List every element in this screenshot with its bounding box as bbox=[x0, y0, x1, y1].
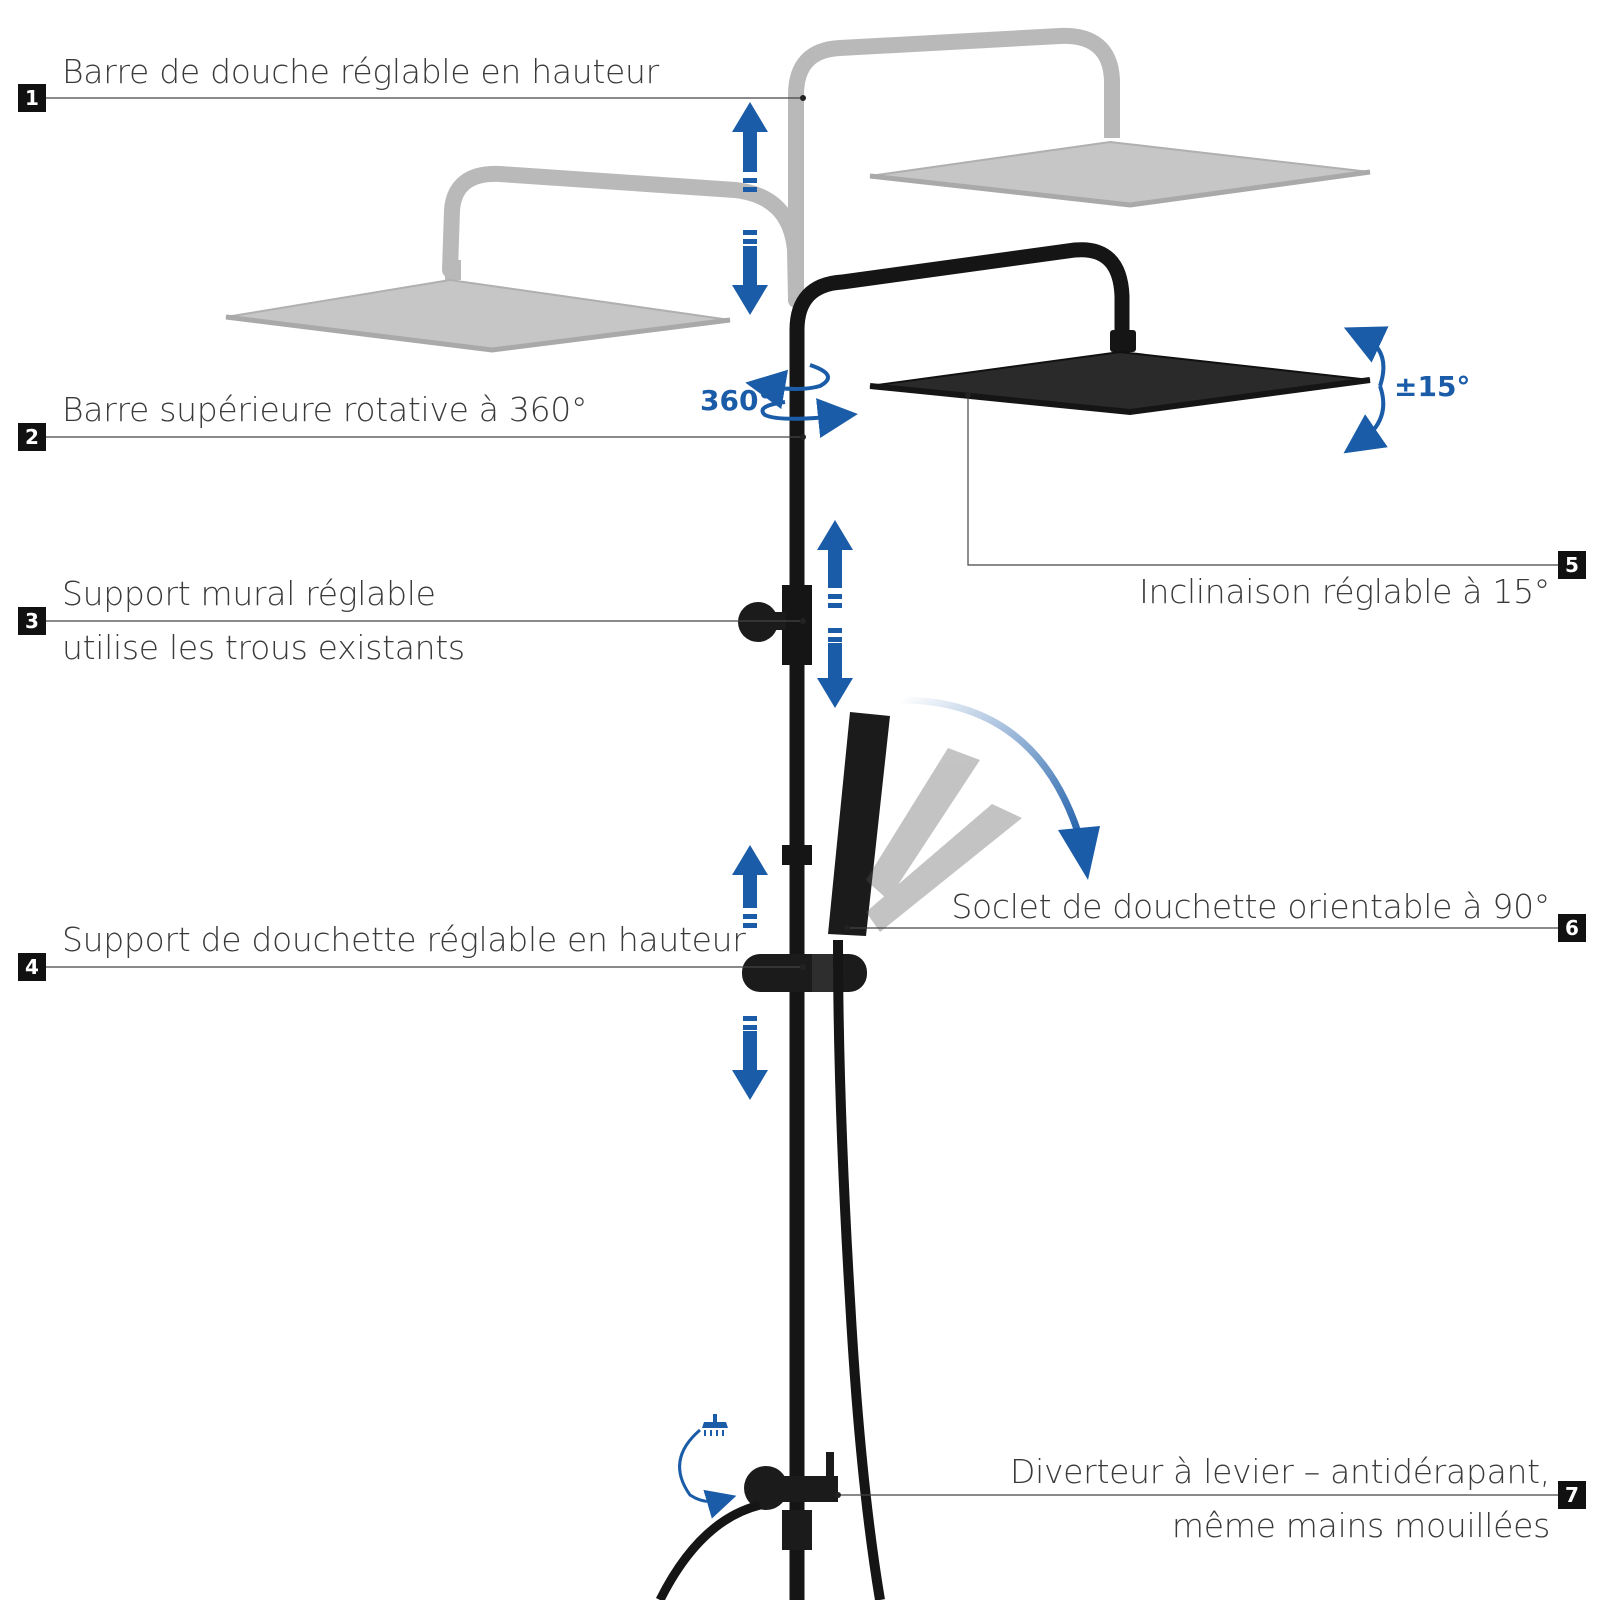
ghost-shower-high bbox=[442, 27, 1120, 308]
callout-badge-6: 6 bbox=[1558, 914, 1586, 942]
leader-lines bbox=[46, 97, 1560, 1496]
wall-support bbox=[738, 602, 786, 642]
rotation-arrow-icon bbox=[745, 363, 858, 438]
callout-badge-2: 2 bbox=[18, 423, 46, 451]
callout-label-6: Soclet de douchette orientable à 90° bbox=[951, 887, 1550, 926]
tilt-arrow-icon bbox=[1343, 326, 1389, 454]
callout-label-3-line-2: utilise les trous existants bbox=[62, 628, 465, 667]
ghost-shower-head-left bbox=[225, 260, 731, 353]
callout-badge-3: 3 bbox=[18, 607, 46, 635]
callout-label-3-line-1: Support mural réglable bbox=[62, 574, 436, 613]
shower-head-icon bbox=[702, 1414, 728, 1436]
tilt-degree-label: ±15° bbox=[1394, 370, 1471, 403]
ghost-shower-head-right bbox=[869, 118, 1371, 208]
main-riser bbox=[789, 242, 1130, 1600]
bar-clamp-upper bbox=[782, 585, 812, 665]
callout-badge-1: 1 bbox=[18, 84, 46, 112]
leader-dots bbox=[800, 95, 971, 1498]
hand-shower-holder bbox=[742, 954, 867, 992]
callout-label-5: Inclinaison réglable à 15° bbox=[1139, 572, 1550, 611]
hand-shower-ghosts bbox=[866, 748, 1022, 932]
main-shower-head bbox=[869, 330, 1371, 416]
callout-label-4: Support de douchette réglable en hauteur bbox=[62, 920, 746, 959]
diverter-arrow-icon bbox=[678, 1428, 737, 1519]
diverter-valve bbox=[655, 1452, 838, 1600]
bar-joint bbox=[782, 845, 812, 865]
swing-arrow-icon bbox=[899, 696, 1100, 880]
callout-label-7-line-2: même mains mouillées bbox=[1171, 1506, 1550, 1545]
callout-label-1: Barre de douche réglable en hauteur bbox=[62, 52, 659, 91]
callout-label-7-line-1: Diverteur à levier – antidérapant, bbox=[1009, 1452, 1550, 1491]
rotation-degree-label: 360° bbox=[700, 384, 773, 417]
callout-badge-4: 4 bbox=[18, 953, 46, 981]
callout-badge-5: 5 bbox=[1558, 551, 1586, 579]
hand-shower bbox=[828, 712, 890, 1600]
double-arrow-icon bbox=[732, 102, 853, 1100]
callout-label-2: Barre supérieure rotative à 360° bbox=[62, 390, 588, 429]
callout-badge-7: 7 bbox=[1558, 1481, 1586, 1509]
